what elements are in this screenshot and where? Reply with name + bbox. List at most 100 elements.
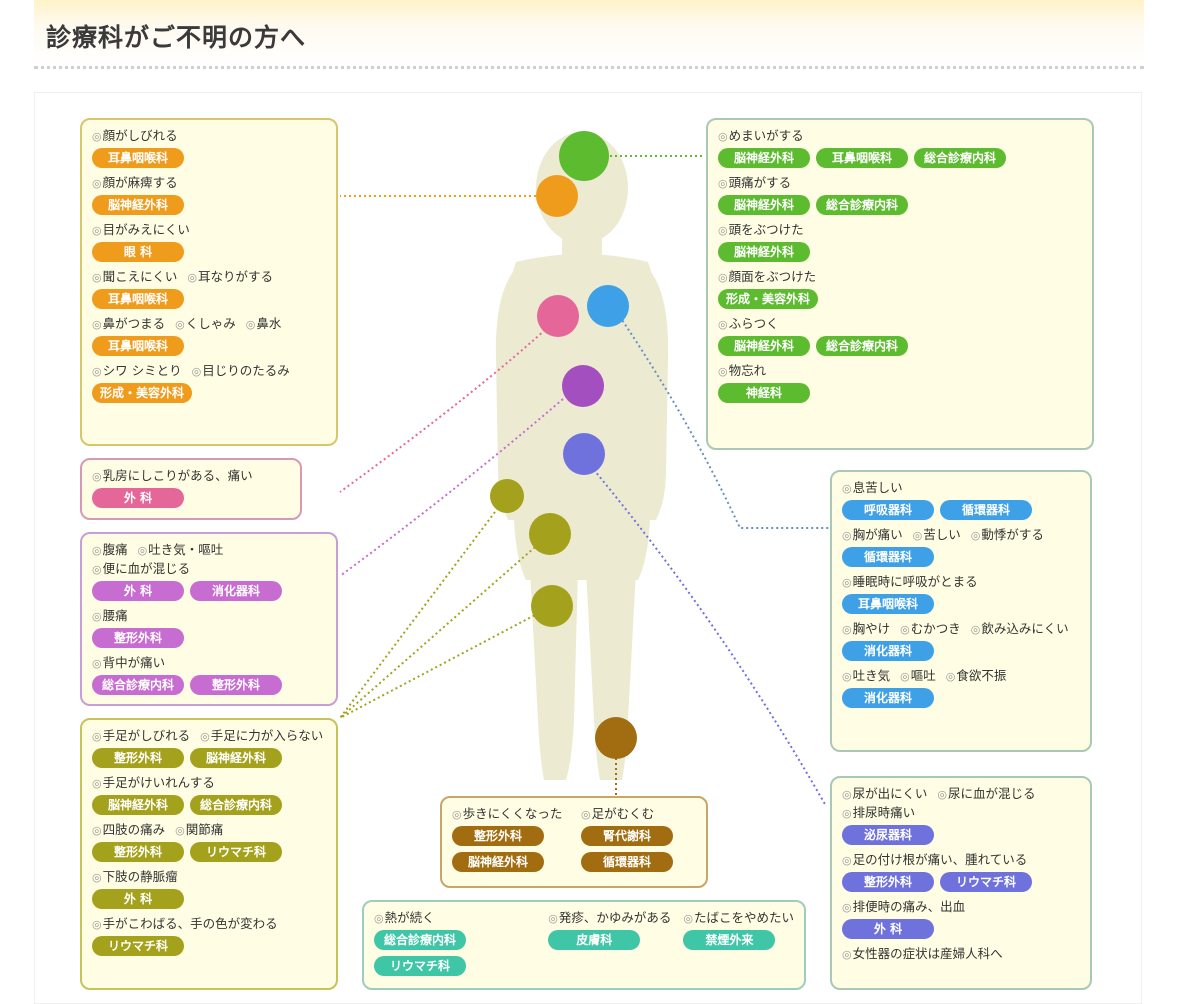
department-tags: リウマチ科 xyxy=(92,936,326,956)
department-button[interactable]: リウマチ科 xyxy=(92,936,184,956)
marker-hand xyxy=(490,479,524,513)
department-button[interactable]: 腎代謝科 xyxy=(581,826,673,846)
symptom-text: 腰痛 xyxy=(92,607,128,626)
department-button[interactable]: 総合診療内科 xyxy=(92,675,184,695)
symptom-text: 顔がしびれる xyxy=(92,127,178,146)
department-button[interactable]: リウマチ科 xyxy=(374,956,466,976)
department-button[interactable]: 循環器科 xyxy=(842,547,934,567)
symptom-line: 顔が麻痺する xyxy=(92,174,326,193)
department-button[interactable]: リウマチ科 xyxy=(190,842,282,862)
department-tags: 外 科消化器科 xyxy=(92,581,326,601)
group-list: 息苦しい呼吸器科循環器科胸が痛い苦しい動悸がする循環器科睡眠時に呼吸がとまる耳鼻… xyxy=(842,479,1080,708)
department-button[interactable]: 耳鼻咽喉科 xyxy=(92,289,184,309)
department-button[interactable]: 整形外科 xyxy=(92,842,184,862)
department-button[interactable]: 禁煙外来 xyxy=(683,930,776,950)
silhouette-right-arm xyxy=(634,266,669,520)
department-button[interactable]: 耳鼻咽喉科 xyxy=(842,594,934,614)
symptom-group: 乳房にしこりがある、痛い外 科 xyxy=(92,467,290,508)
symptom-line: 手足がしびれる手足に力が入らない xyxy=(92,727,326,746)
department-button[interactable]: 消化器科 xyxy=(842,688,934,708)
department-button[interactable]: 外 科 xyxy=(92,889,184,909)
department-tags: 整形外科脳神経外科 xyxy=(452,826,567,872)
symptom-group: シワ シミとり目じりのたるみ形成・美容外科 xyxy=(92,362,326,403)
department-button[interactable]: 整形外科 xyxy=(452,826,544,846)
department-button[interactable]: 形成・美容外科 xyxy=(718,289,819,309)
symptom-line: 目がみえにくい xyxy=(92,221,326,240)
department-button[interactable]: 総合診療内科 xyxy=(190,795,282,815)
department-tags: 外 科 xyxy=(842,919,1080,939)
department-button[interactable]: 眼 科 xyxy=(92,242,184,262)
department-button[interactable]: 整形外科 xyxy=(92,748,184,768)
department-tags: 脳神経外科総合診療内科 xyxy=(92,795,326,815)
department-button[interactable]: 外 科 xyxy=(842,919,934,939)
department-tags: 整形外科リウマチ科 xyxy=(842,872,1080,892)
symptom-line: 女性器の症状は産婦人科へ xyxy=(842,945,1080,964)
department-tags: 消化器科 xyxy=(842,641,1080,661)
symptom-text: ふらつく xyxy=(718,315,779,334)
symptom-group: 吐き気嘔吐食欲不振消化器科 xyxy=(842,667,1080,708)
department-button[interactable]: 総合診療内科 xyxy=(374,930,466,950)
department-button[interactable]: 外 科 xyxy=(92,581,184,601)
symptom-text: 女性器の症状は産婦人科へ xyxy=(842,945,1003,964)
department-button[interactable]: 耳鼻咽喉科 xyxy=(92,336,184,356)
department-button[interactable]: 脳神経外科 xyxy=(718,195,810,215)
symptom-group: 手足がしびれる手足に力が入らない整形外科脳神経外科 xyxy=(92,727,326,768)
panel-chest-right: 息苦しい呼吸器科循環器科胸が痛い苦しい動悸がする循環器科睡眠時に呼吸がとまる耳鼻… xyxy=(830,470,1092,752)
department-button[interactable]: 脳神経外科 xyxy=(92,795,184,815)
department-button[interactable]: 脳神経外科 xyxy=(718,148,810,168)
silhouette-left-arm xyxy=(495,266,530,520)
department-button[interactable]: リウマチ科 xyxy=(940,872,1032,892)
symptom-line: 物忘れ xyxy=(718,362,1082,381)
symptom-text: 胸やけ xyxy=(842,620,891,639)
department-button[interactable]: 総合診療内科 xyxy=(914,148,1006,168)
department-button[interactable]: 神経科 xyxy=(718,383,810,403)
group-list: 尿が出にくい尿に血が混じる排尿時痛い泌尿器科足の付け根が痛い、腫れている整形外科… xyxy=(842,785,1080,964)
symptom-text: 胸が痛い xyxy=(842,526,903,545)
symptom-text: たばこをやめたい xyxy=(683,909,794,928)
connector-lines xyxy=(339,155,830,807)
department-button[interactable]: 消化器科 xyxy=(190,581,282,601)
department-button[interactable]: 脳神経外科 xyxy=(92,195,184,215)
department-button[interactable]: 整形外科 xyxy=(190,675,282,695)
department-button[interactable]: 整形外科 xyxy=(92,628,184,648)
department-button[interactable]: 整形外科 xyxy=(842,872,934,892)
symptom-text: 聞こえにくい xyxy=(92,268,178,287)
department-button[interactable]: 総合診療内科 xyxy=(816,195,908,215)
department-button[interactable]: 呼吸器科 xyxy=(842,500,934,520)
marker-face xyxy=(536,175,578,217)
symptom-text: 吐き気・嘔吐 xyxy=(138,541,223,560)
department-button[interactable]: 脳神経外科 xyxy=(718,242,810,262)
department-button[interactable]: 脳神経外科 xyxy=(452,852,544,872)
symptom-line: シワ シミとり目じりのたるみ xyxy=(92,362,326,381)
marker-abdomen xyxy=(562,365,604,407)
department-button[interactable]: 耳鼻咽喉科 xyxy=(816,148,908,168)
department-button[interactable]: 耳鼻咽喉科 xyxy=(92,148,184,168)
symptom-line: 歩きにくくなった xyxy=(452,805,567,824)
department-tags: 脳神経外科総合診療内科 xyxy=(718,195,1082,215)
department-button[interactable]: 皮膚科 xyxy=(548,930,641,950)
symptom-text: 嘔吐 xyxy=(900,667,936,686)
department-button[interactable]: 循環器科 xyxy=(581,852,673,872)
symptom-text: 腹痛 xyxy=(92,541,128,560)
symptom-group: 鼻がつまるくしゃみ鼻水耳鼻咽喉科 xyxy=(92,315,326,356)
department-button[interactable]: 脳神経外科 xyxy=(718,336,810,356)
department-button[interactable]: 循環器科 xyxy=(940,500,1032,520)
department-tags: 総合診療内科整形外科 xyxy=(92,675,326,695)
department-button[interactable]: 脳神経外科 xyxy=(190,748,282,768)
department-button[interactable]: 外 科 xyxy=(92,488,184,508)
symptom-text: 鼻水 xyxy=(246,315,281,334)
department-button[interactable]: 形成・美容外科 xyxy=(92,383,193,403)
department-button[interactable]: 総合診療内科 xyxy=(816,336,908,356)
department-button[interactable]: 泌尿器科 xyxy=(842,825,934,845)
department-button[interactable]: 消化器科 xyxy=(842,641,934,661)
department-tags: 眼 科 xyxy=(92,242,326,262)
